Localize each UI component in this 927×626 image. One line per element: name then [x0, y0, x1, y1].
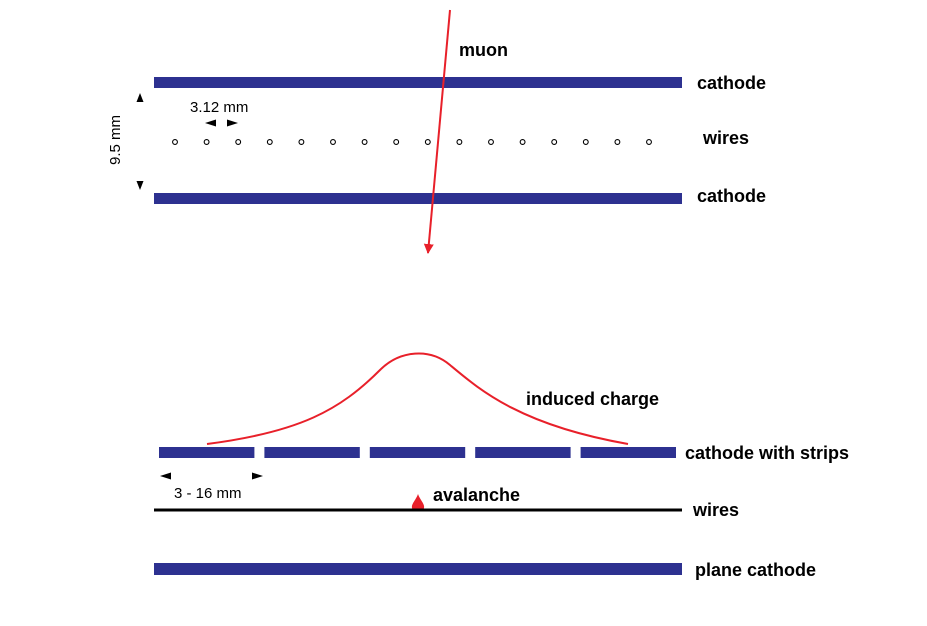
wire-cross-section — [519, 139, 526, 145]
gap-arrow-up-icon — [136, 93, 144, 102]
plane-cathode-plate — [154, 563, 682, 575]
pitch-arrow-right-icon — [227, 119, 238, 127]
wire-cross-section — [646, 139, 652, 145]
plane-cathode-label: plane cathode — [695, 560, 816, 580]
wire-cross-section — [330, 139, 336, 145]
wire-cross-section — [488, 139, 494, 145]
top-cathode-label: cathode — [697, 73, 766, 93]
bottom-cathode-plate — [154, 193, 682, 204]
wire-cross-section — [393, 139, 400, 145]
strip-arrow-right-icon — [252, 472, 263, 480]
cathode-strip — [475, 447, 571, 458]
wire-cross-section — [582, 139, 589, 145]
wire-cross-section — [456, 139, 463, 145]
strip-width-label: 3 - 16 mm — [174, 485, 242, 502]
cathode-strip — [159, 447, 255, 458]
cathode-strip — [580, 447, 676, 458]
strip-arrow-left-icon — [160, 472, 171, 480]
bottom-cathode-label: cathode — [697, 186, 766, 206]
wire-cross-section — [424, 139, 431, 145]
top-wires-label: wires — [702, 128, 749, 148]
muon-track — [423, 9, 451, 254]
induced-charge-curve — [206, 352, 629, 445]
induced-charge-label: induced charge — [526, 389, 659, 409]
avalanche-label: avalanche — [433, 485, 520, 505]
gap-arrow-down-icon — [136, 181, 144, 190]
wire-cross-section — [551, 139, 558, 145]
strips-label: cathode with strips — [685, 443, 849, 463]
bottom-wires-label: wires — [692, 500, 739, 520]
wire-cross-section — [361, 139, 368, 145]
wire-cross-section — [298, 139, 305, 145]
top-cathode-plate — [154, 77, 682, 88]
gap-dimension-label: 9.5 mm — [107, 115, 124, 165]
cathode-strip — [264, 447, 360, 458]
cathode-strip-row — [159, 447, 676, 458]
wire-cross-section — [235, 139, 242, 145]
cathode-strip — [369, 447, 466, 458]
muon-label: muon — [459, 40, 508, 60]
wire-cross-section — [172, 139, 178, 145]
avalanche-drop-icon — [411, 494, 425, 511]
wire-pitch-label: 3.12 mm — [190, 99, 248, 116]
wire-cross-section — [203, 139, 210, 145]
wire-cross-section — [266, 139, 273, 145]
pitch-arrow-left-icon — [205, 119, 216, 127]
wire-cross-section — [614, 139, 621, 145]
anode-wire-row — [172, 139, 652, 145]
